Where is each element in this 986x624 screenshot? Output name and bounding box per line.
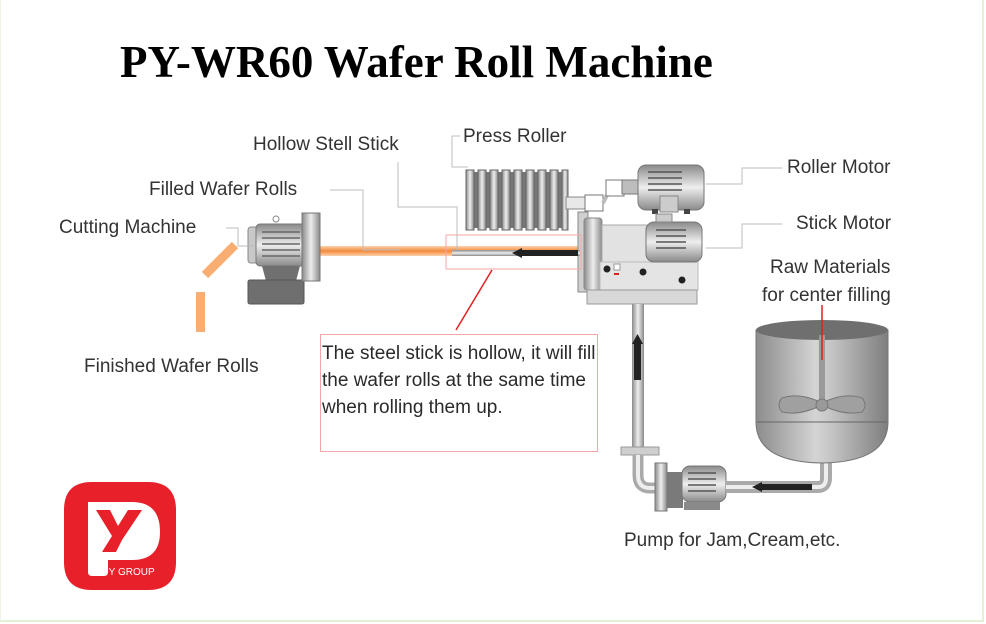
raw-material-tank — [755, 320, 889, 464]
label-press-roller: Press Roller — [463, 126, 567, 147]
label-raw-materials: Raw Materials — [770, 257, 891, 278]
feed-pipe — [620, 304, 660, 494]
page-title: PY-WR60 Wafer Roll Machine — [120, 37, 713, 87]
label-filled-rolls: Filled Wafer Rolls — [149, 179, 298, 200]
wafer-flow — [196, 241, 578, 332]
return-pipe — [726, 460, 832, 493]
label-pump: Pump for Jam,Cream,etc. — [624, 530, 841, 551]
cutting-machine — [247, 212, 321, 305]
label-finished-rolls: Finished Wafer Rolls — [84, 356, 259, 377]
label-center-filling: for center filling — [762, 285, 891, 306]
pump — [654, 462, 727, 512]
label-hollow-stick: Hollow Stell Stick — [253, 134, 399, 155]
hollow-stick-note: The steel stick is hollow, it will fill … — [320, 334, 598, 452]
callout-line — [455, 269, 493, 331]
logo-text: PY GROUP — [102, 567, 155, 578]
hollow-stick — [445, 234, 582, 270]
leader-lines — [226, 135, 782, 251]
roller-motor — [621, 164, 705, 214]
label-roller-motor: Roller Motor — [787, 157, 891, 178]
label-stick-motor: Stick Motor — [796, 213, 892, 234]
label-cutting-machine: Cutting Machine — [59, 217, 197, 238]
stick-motor — [577, 211, 703, 305]
press-roller — [465, 169, 625, 231]
py-group-logo — [64, 482, 176, 590]
